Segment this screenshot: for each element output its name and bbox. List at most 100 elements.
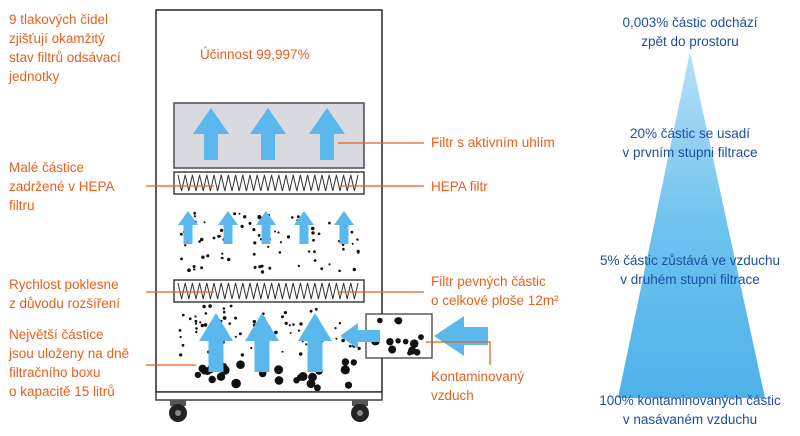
airflow-arrows [178,108,488,372]
particle-dot-icon [357,251,360,254]
particle-dot-icon [277,231,280,234]
particle-dot-icon [291,216,294,219]
particle-dot-icon [340,365,350,375]
particle-dot-icon [306,379,316,389]
particle-dot-icon [250,346,253,350]
particle-dot-icon [342,247,345,251]
particle-dot-icon [307,250,311,253]
particle-dot-icon [178,329,182,332]
particle-dot-icon [298,352,303,356]
left-arrow-icon [340,323,380,349]
particle-dot-icon [312,238,315,242]
particle-dot-icon [268,266,272,270]
particle-dot-icon [212,236,216,240]
particle-dot-icon [188,317,192,321]
wheel-icon [351,400,369,422]
particle-dot-icon [219,228,224,232]
particle-dot-icon [289,332,292,334]
particle-dot-icon [182,313,185,317]
particle-dot-icon [222,307,226,310]
particle-dot-icon [180,257,183,261]
particle-dot-icon [252,252,256,256]
particle-dot-icon [193,268,196,271]
up-arrow-icon [178,211,198,244]
particle-dot-icon [216,372,226,381]
particle-dot-icon [274,230,276,233]
particle-dot-icon [243,215,247,219]
particle-dot-icon [258,265,262,269]
particle-dot-icon [418,334,424,340]
particle-dot-icon [222,310,226,314]
particle-dot-icon [297,329,301,332]
particle-dot-icon [236,360,245,370]
particle-dot-icon [203,323,208,327]
particle-dot-icon [279,241,282,244]
particle-dot-icon [208,304,212,308]
particle-dot-icon [253,265,257,269]
label-solid-filter: Filtr pevných částic o celkové ploše 12m… [431,274,559,308]
particle-dot-icon [338,269,341,273]
particle-dot-icon [179,232,183,236]
particle-dot-icon [395,338,401,344]
particle-dot-icon [283,311,287,315]
solid-filter-pleats [177,282,359,300]
particle-dot-icon [350,230,354,234]
particle-dot-icon [194,315,197,318]
particle-dot-icon [184,244,187,247]
particle-dot-icon [292,323,295,326]
particle-dot-icon [299,322,303,326]
particle-dot-icon [317,232,321,236]
particle-dot-icon [187,268,191,273]
particle-dot-icon [195,322,198,325]
particle-dot-icon [252,228,256,232]
particle-dot-icon [356,238,359,241]
particle-dot-icon [386,338,394,346]
particle-dot-icon [274,365,284,375]
particle-dot-icon [253,241,257,245]
particle-dot-icon [328,263,331,266]
particle-dot-icon [252,319,256,324]
particle-dot-icon [341,358,350,366]
particle-dot-icon [281,315,284,319]
particle-dot-icon [227,257,231,262]
particle-dot-icon [341,243,345,246]
particle-dot-icon [238,332,242,336]
cone-label-bottom: 100% kontaminovaných částic v nasávaném … [599,393,781,427]
particle-dot-icon [221,252,224,255]
particle-dot-icon [200,266,204,270]
particle-dot-icon [193,211,197,215]
particle-dot-icon [274,376,284,385]
particle-dot-icon [199,237,204,242]
label-hepa-filter: HEPA filtr [431,179,488,194]
hepa-filter-pleats [177,174,359,192]
particle-dot-icon [286,235,291,239]
particle-dot-icon [351,242,354,245]
particle-dot-icon [296,215,300,219]
particle-dot-icon [231,378,241,389]
solid-particle-filter [173,279,365,303]
particle-dot-icon [407,350,412,356]
label-small-particles: Malé částice zadržené v HEPA filtru [9,160,115,213]
particle-dot-icon [341,338,345,343]
particle-dot-icon [313,259,317,262]
particle-dot-icon [334,327,337,330]
particle-dot-icon [344,381,353,389]
particle-dot-icon [202,304,206,309]
particle-dot-icon [229,304,233,308]
up-arrow-icon [294,211,314,244]
up-arrow-icon [199,313,233,372]
up-arrow-icon [250,108,286,160]
label-carbon-filter: Filtr s aktivním uhlím [431,135,555,150]
particle-dot-icon [314,384,321,392]
efficiency-cone [618,52,765,398]
up-arrow-icon [256,211,276,244]
particle-dot-icon [194,319,198,323]
particle-dot-icon [274,330,278,335]
particle-dot-icon [350,359,357,366]
particle-dot-icon [194,371,202,379]
particle-dot-icon [201,255,205,259]
unit-base [155,391,383,401]
particle-dot-icon [388,345,397,354]
particle-dot-icon [195,327,198,330]
cone-label-top: 0,003% částic odchází zpět do prostoru [622,15,758,49]
